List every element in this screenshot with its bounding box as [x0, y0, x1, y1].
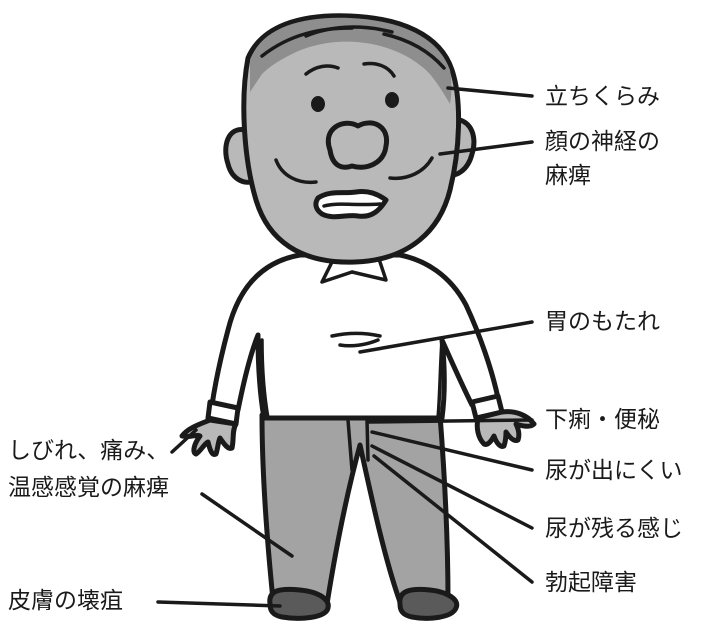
label-facial-nerve-line2: 麻痺	[545, 163, 591, 189]
label-facial-nerve-line1: 顔の神経の	[545, 129, 660, 155]
shirt	[209, 252, 501, 421]
leader-gangrene	[156, 600, 282, 608]
label-gangrene: 皮膚の壊疽	[8, 588, 123, 614]
leader-numbness-legs	[200, 492, 294, 558]
leader-dizziness	[446, 86, 534, 98]
leader-lines	[156, 86, 534, 608]
label-dizziness: 立ちくらみ	[545, 84, 660, 110]
leader-erectile	[372, 454, 534, 584]
head	[223, 13, 477, 265]
leader-numbness	[170, 428, 198, 454]
label-numbness-line2: 温感感覚の麻痺	[8, 475, 169, 501]
leader-residual-urine	[370, 444, 534, 530]
label-erectile-dysfunction: 勃起障害	[545, 570, 637, 596]
shoes	[267, 586, 460, 621]
label-diarrhea: 下痢・便秘	[545, 407, 660, 433]
label-residual-urine: 尿が残る感じ	[545, 516, 683, 542]
label-numbness-line1: しびれ、痛み、	[8, 438, 170, 464]
leader-stomach	[358, 320, 534, 354]
leader-diarrhea	[366, 418, 534, 424]
label-urination-difficulty: 尿が出にくい	[545, 458, 683, 484]
leader-urination	[370, 430, 534, 472]
leader-facial-nerve	[438, 140, 534, 156]
label-stomach: 胃のもたれ	[545, 309, 660, 335]
